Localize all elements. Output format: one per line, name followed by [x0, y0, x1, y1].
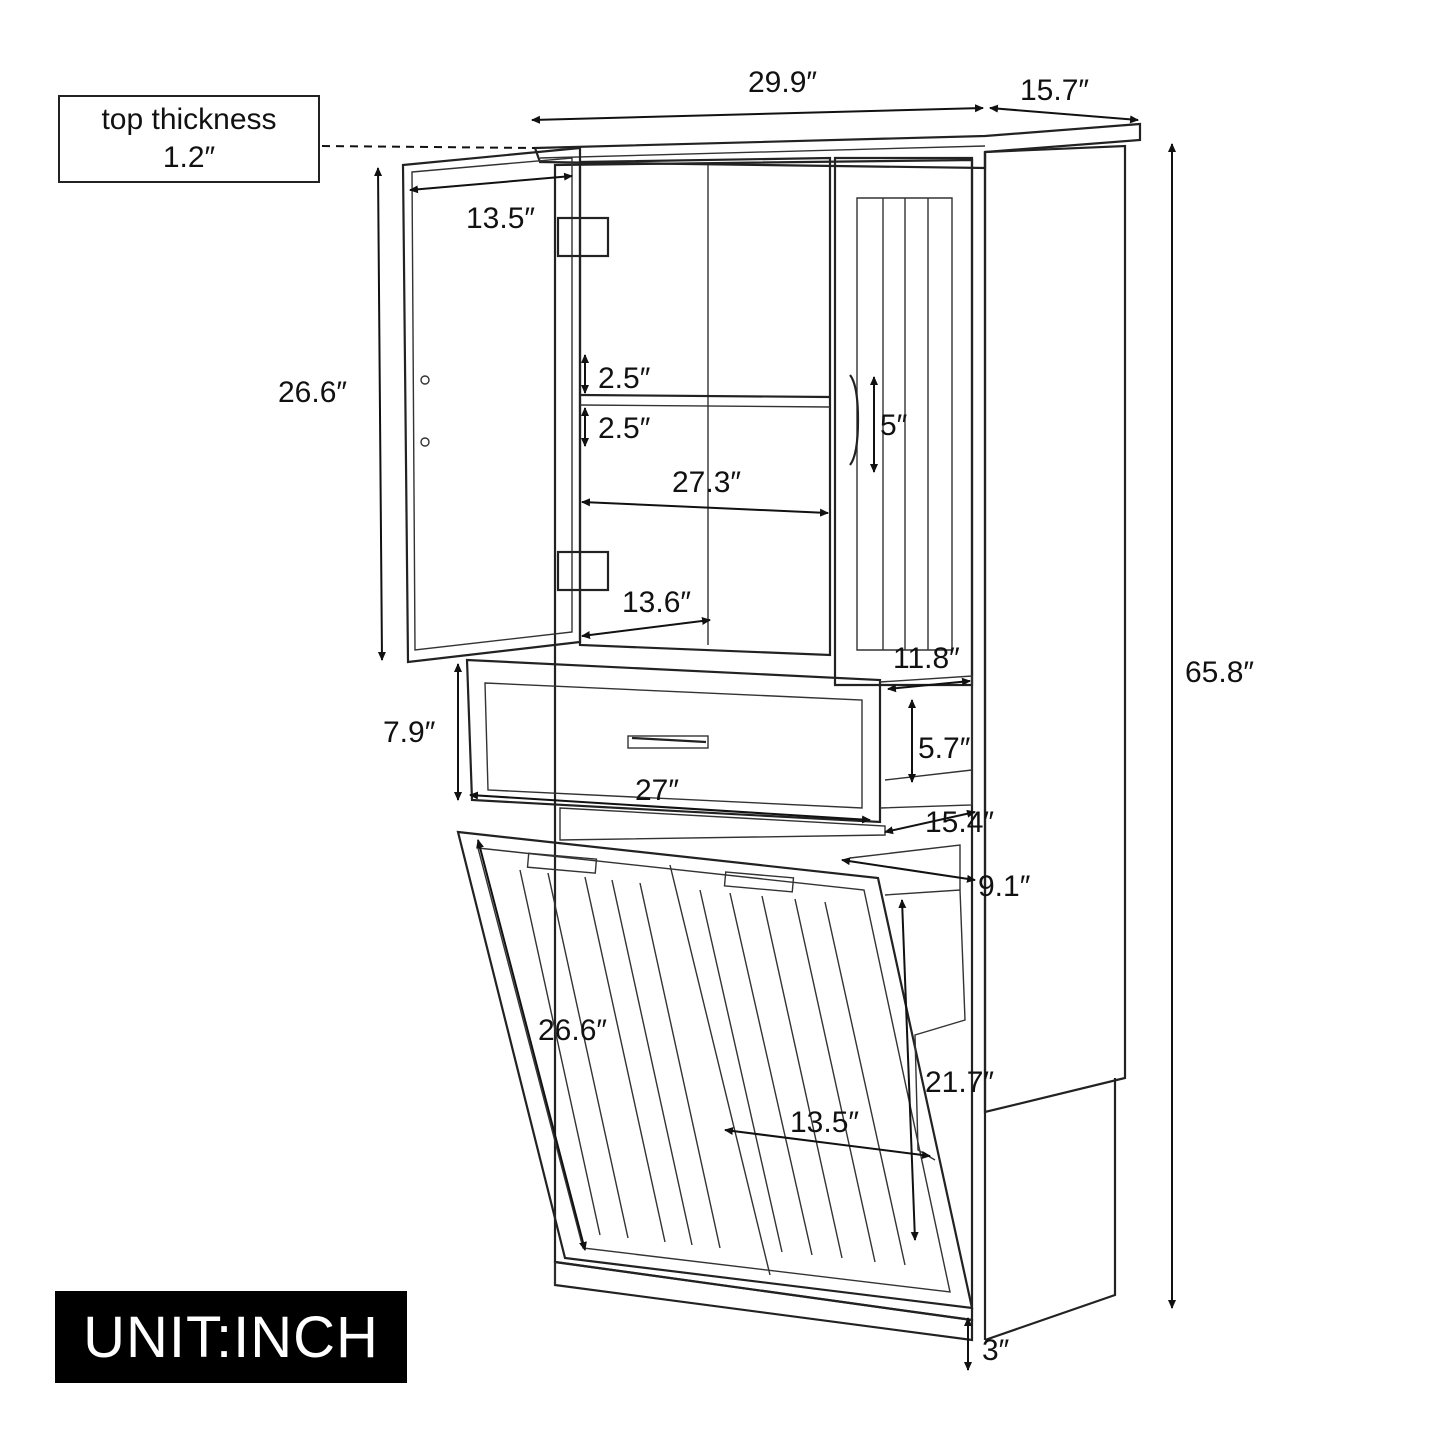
- door-width-label: 13.5″: [466, 202, 535, 235]
- dimension-lines: [321, 104, 1176, 1371]
- width-label: 29.9″: [748, 66, 817, 99]
- total-height-label: 65.8″: [1185, 656, 1254, 689]
- bin-height-label: 21.7″: [925, 1066, 994, 1099]
- cabinet-drawing: [401, 122, 1142, 1342]
- bin-width-label: 13.5″: [790, 1106, 859, 1139]
- handle-label: 5″: [880, 409, 908, 442]
- unit-badge: UNIT:INCH: [55, 1291, 407, 1383]
- top-thickness-value: 1.2″: [162, 141, 216, 174]
- top-thickness-callout: top thickness 1.2″: [58, 95, 320, 183]
- drawer-height-label: 7.9″: [383, 716, 436, 749]
- drawer-inner-height-label: 5.7″: [918, 732, 971, 765]
- shelf-gap-top-label: 2.5″: [598, 362, 651, 395]
- interior-depth-label: 13.6″: [622, 586, 691, 619]
- tilt-height-label: 26.6″: [538, 1014, 607, 1047]
- cabinet-height-label: 26.6″: [278, 376, 347, 409]
- shelf-gap-bottom-label: 2.5″: [598, 412, 651, 445]
- drawer-depth-top-label: 11.8″: [893, 642, 960, 675]
- unit-label: UNIT:INCH: [83, 1304, 379, 1370]
- bin-depth-label: 9.1″: [978, 870, 1031, 903]
- base-label: 3″: [982, 1334, 1010, 1367]
- drawer-width-label: 27″: [635, 774, 679, 807]
- interior-width-label: 27.3″: [672, 466, 741, 499]
- top-thickness-label: top thickness: [101, 103, 277, 136]
- dimension-labels: 29.9″ 15.7″ 65.8″ 26.6″ 13.5″ 2.5″ 2.5″ …: [278, 66, 1254, 1367]
- drawer-depth-label: 15.4″: [925, 806, 994, 839]
- depth-label: 15.7″: [1020, 74, 1089, 107]
